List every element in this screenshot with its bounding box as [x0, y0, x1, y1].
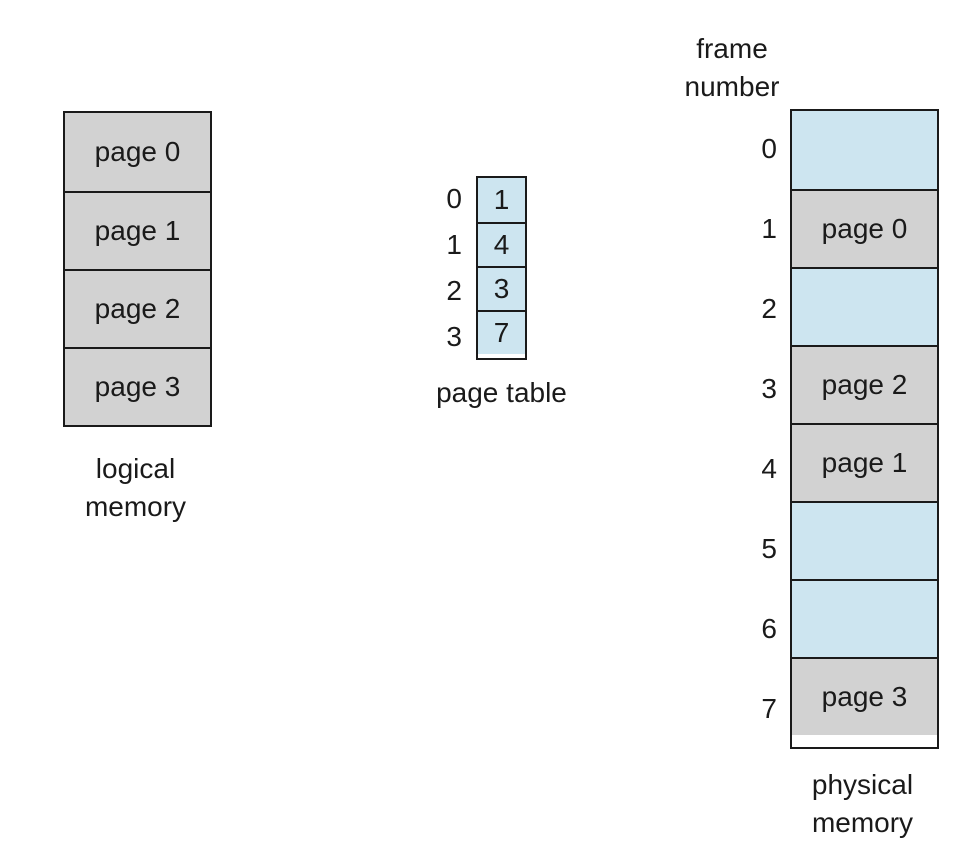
- page-table-entry: 4: [478, 222, 525, 266]
- page-table-label: page table: [436, 377, 567, 408]
- physical-memory-label-line1: physical: [811, 769, 914, 800]
- frame-number: 3: [761, 373, 777, 404]
- page-table-index: 3: [446, 321, 462, 352]
- frame-number-header-line1: frame: [696, 33, 768, 64]
- frame-number: 1: [761, 213, 777, 244]
- frame-number-column: 0 1 2 3 4 5 6 7: [743, 109, 777, 749]
- physical-memory: 0 1 2 3 4 5 6 7 page 0 page 2 page 1 pag…: [743, 109, 939, 749]
- frame-number: 5: [761, 533, 777, 564]
- page-table-index-column: 0 1 2 3: [426, 176, 462, 360]
- logical-memory-cell: page 1: [65, 191, 210, 269]
- physical-memory-frame: page 1: [792, 423, 937, 501]
- physical-memory-frame: [792, 267, 937, 345]
- physical-memory-frame: page 0: [792, 189, 937, 267]
- page-table: 0 1 2 3 1 4 3 7: [426, 176, 527, 360]
- logical-memory-label-line1: logical: [95, 453, 176, 484]
- frame-number: 2: [761, 293, 777, 324]
- page-table-entry: 1: [478, 178, 525, 222]
- frame-number-header-line2: number: [684, 71, 780, 102]
- page-table-entry: 3: [478, 266, 525, 310]
- frame-number: 7: [761, 693, 777, 724]
- physical-memory-frame: [792, 111, 937, 189]
- page-table-box: 1 4 3 7: [476, 176, 527, 360]
- frame-number: 6: [761, 613, 777, 644]
- logical-memory-label-line2: memory: [84, 491, 187, 522]
- logical-memory-label: logical memory: [38, 450, 233, 526]
- logical-memory-cell: page 2: [65, 269, 210, 347]
- logical-memory-cell: page 3: [65, 347, 210, 425]
- frame-number: 4: [761, 453, 777, 484]
- frame-number-header: frame number: [632, 30, 832, 106]
- logical-memory-box: page 0 page 1 page 2 page 3: [63, 111, 212, 427]
- page-table-entry: 7: [478, 310, 525, 354]
- logical-memory-cell: page 0: [65, 113, 210, 191]
- physical-memory-box: page 0 page 2 page 1 page 3: [790, 109, 939, 749]
- physical-memory-label: physical memory: [765, 766, 960, 842]
- physical-memory-frame: [792, 579, 937, 657]
- page-table-index: 2: [446, 275, 462, 306]
- frame-number: 0: [761, 133, 777, 164]
- physical-memory-frame: page 2: [792, 345, 937, 423]
- physical-memory-frame: [792, 501, 937, 579]
- physical-memory-label-line2: memory: [811, 807, 914, 838]
- page-table-index: 1: [446, 229, 462, 260]
- physical-memory-frame: page 3: [792, 657, 937, 735]
- page-table-index: 0: [446, 183, 462, 214]
